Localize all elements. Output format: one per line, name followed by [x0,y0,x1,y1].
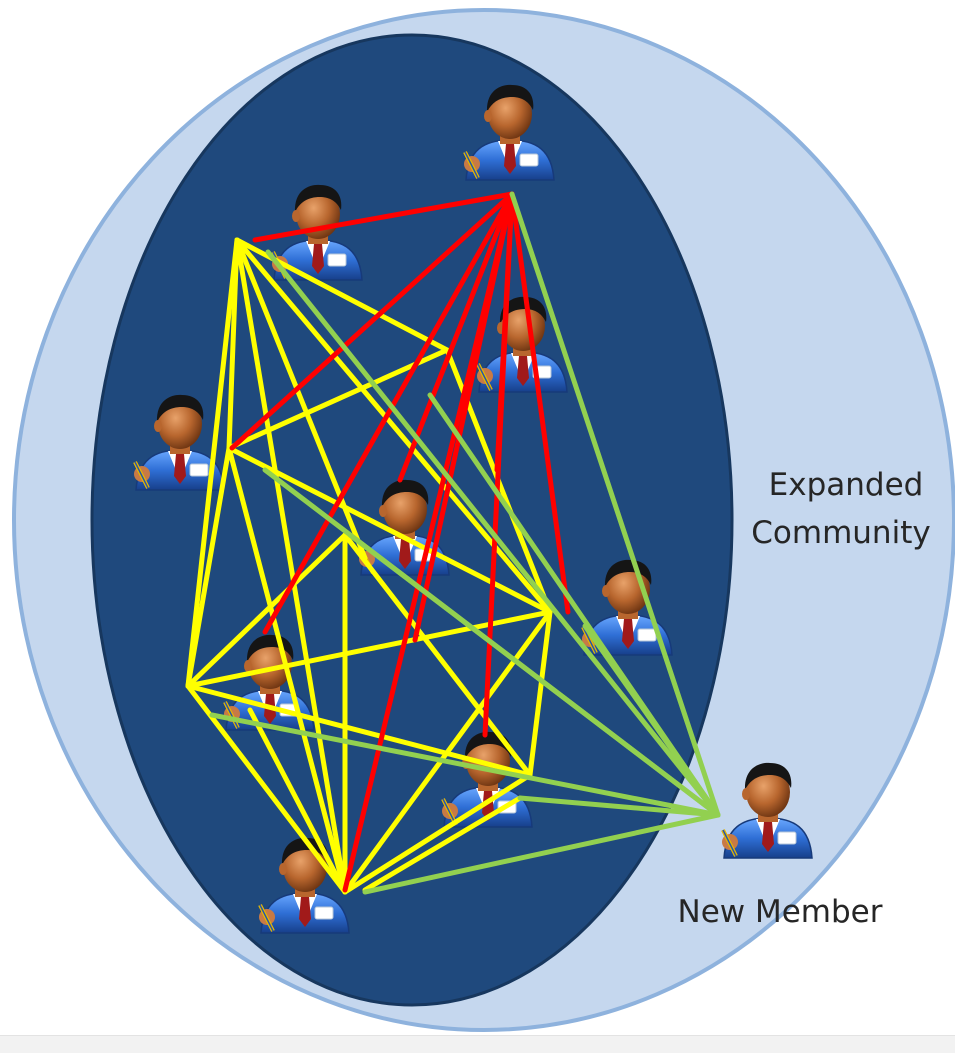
yellow-link [362,795,523,893]
red-link [509,191,571,615]
new-member-links [209,191,721,895]
yellow-link [185,532,348,689]
yellow-link [234,237,553,615]
yellow-link [527,609,553,778]
yellow-link [342,532,533,778]
red-link [262,191,515,635]
red-link [412,191,515,643]
green-link [509,191,721,818]
green-link [517,795,721,818]
expanded-community-label-line2: Community [751,515,930,551]
red-link [252,191,515,243]
expanded-community-label-line1: Expanded [769,467,924,503]
yellow-link [185,683,348,895]
yellow-link [185,683,533,778]
red-link [342,191,515,893]
yellow-link [226,445,553,615]
green-link [209,712,721,818]
green-link [265,249,721,818]
yellow-link [226,347,450,451]
yellow-link [234,237,348,895]
footer-strip [0,1035,955,1053]
red-link [397,191,515,483]
yellow-link [185,445,232,689]
red-link [494,191,515,473]
red-link [229,191,515,451]
green-link [582,623,721,818]
green-link [362,812,721,895]
yellow-link [247,707,348,895]
yellow-link [226,445,348,895]
yellow-link [185,237,240,689]
yellow-link [342,772,533,895]
green-link [347,532,721,818]
top-member-links [229,191,571,893]
new-member-label: New Member [678,894,883,930]
